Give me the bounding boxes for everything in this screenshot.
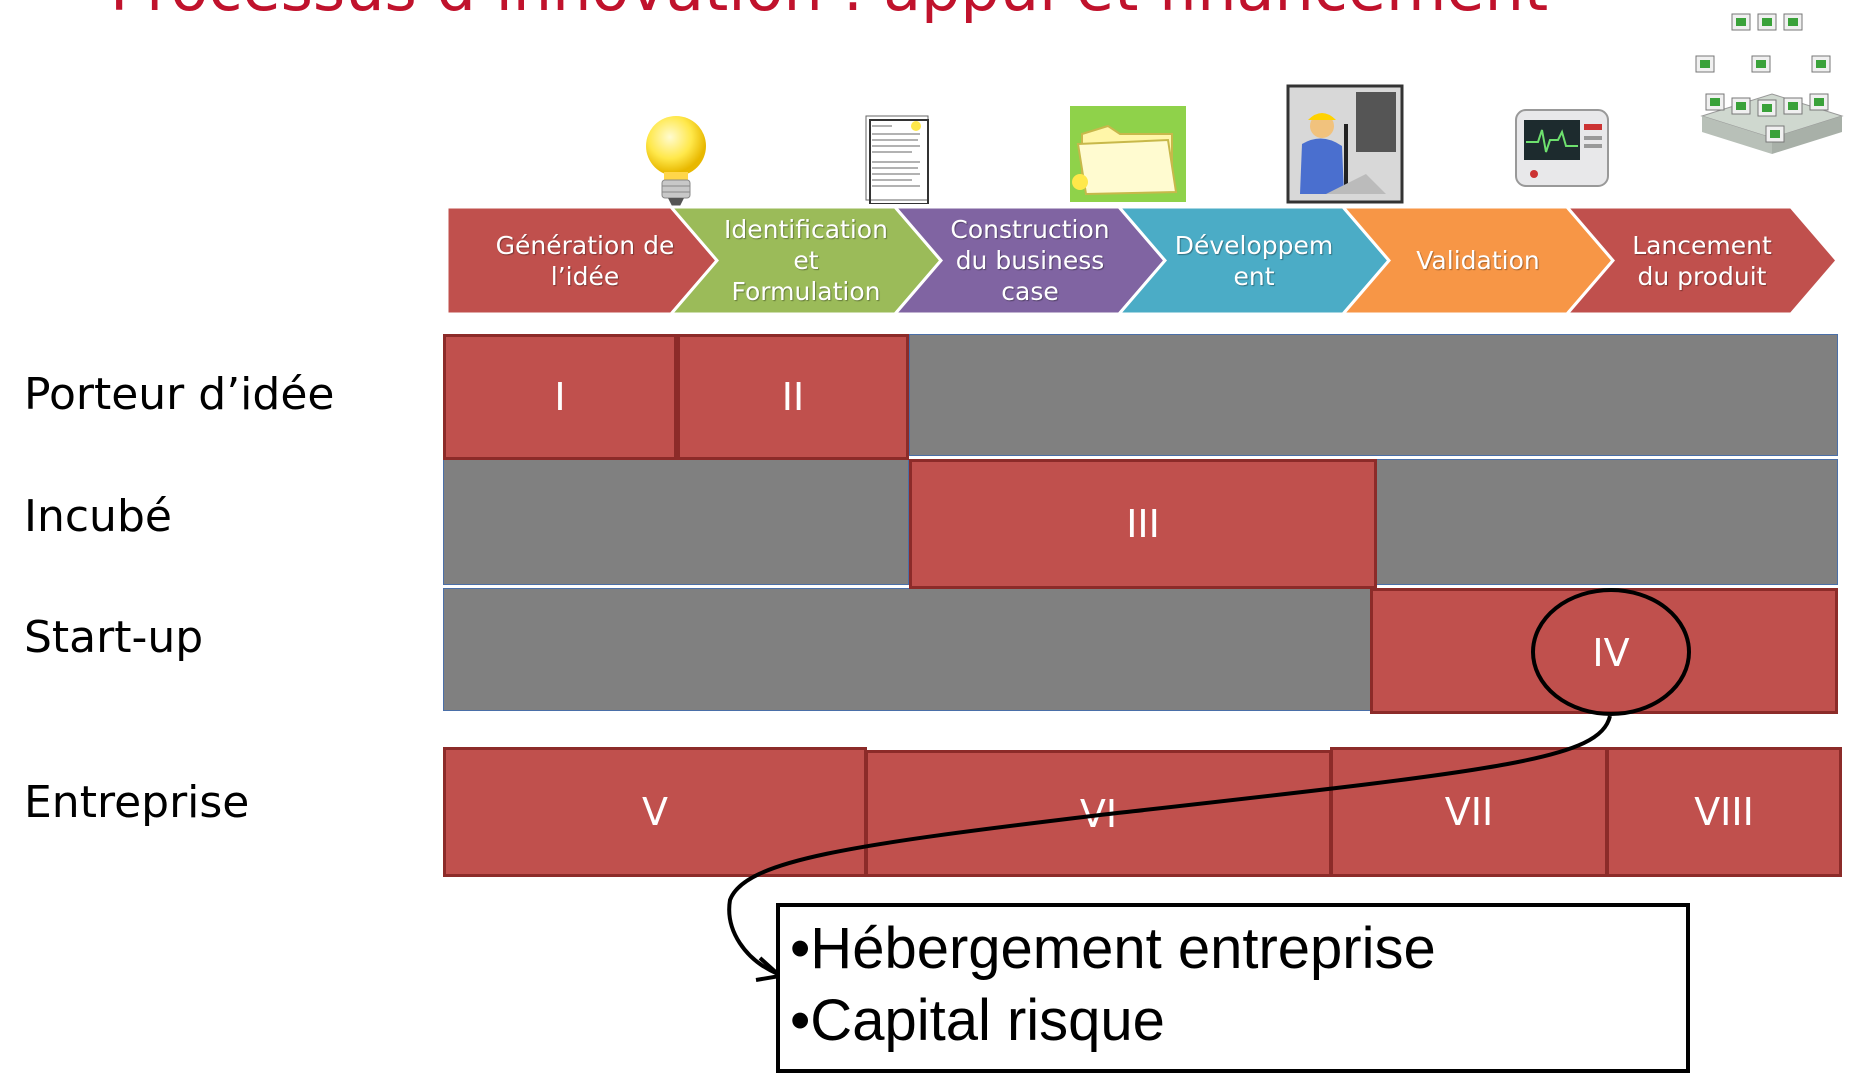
phase-label: Génération de l’idée [495, 230, 675, 291]
callout-item: •Capital risque [790, 988, 1165, 1053]
monitor-device-icon [1515, 109, 1609, 187]
row-label-porteur: Porteur d’idée [24, 369, 335, 420]
phase-label: Validation [1416, 246, 1540, 275]
folder-icon [1070, 106, 1186, 202]
stage-box-VIII: VIII [1606, 747, 1842, 877]
stage-box-V: V [443, 747, 867, 877]
lightbulb-icon [646, 116, 706, 206]
products-icon [1695, 13, 1844, 154]
phase-label: Construction du business case [950, 215, 1110, 306]
stage-box-I: I [443, 334, 677, 460]
highlight-ellipse [1531, 588, 1691, 716]
document-icon [865, 115, 929, 204]
phase-label: Lancement du produit [1632, 230, 1772, 291]
callout-item: •Hébergement entreprise [790, 916, 1436, 981]
stage-label-IV: IV [1592, 631, 1630, 675]
callout-box: •Hébergement entreprise •Capital risque [776, 903, 1690, 1073]
stage-box-III: III [909, 459, 1377, 589]
phase-chevron [1563, 205, 1839, 316]
process-chevron-bar [445, 205, 1839, 316]
inactive-area [909, 334, 1838, 456]
row-label-startup: Start-up [24, 612, 204, 663]
engineer-icon [1286, 84, 1404, 204]
row-label-incube: Incubé [24, 491, 172, 542]
inactive-area [443, 588, 1371, 711]
phase-label: Identification et Formulation [724, 215, 888, 306]
phase-label: Développem ent [1174, 230, 1334, 291]
page-title: Processus d’innovation : appui et financ… [110, 0, 1710, 20]
stage-box-IV [1370, 588, 1838, 714]
inactive-area [1376, 459, 1838, 585]
stage-box-II: II [677, 334, 909, 460]
row-label-entreprise: Entreprise [24, 777, 250, 828]
